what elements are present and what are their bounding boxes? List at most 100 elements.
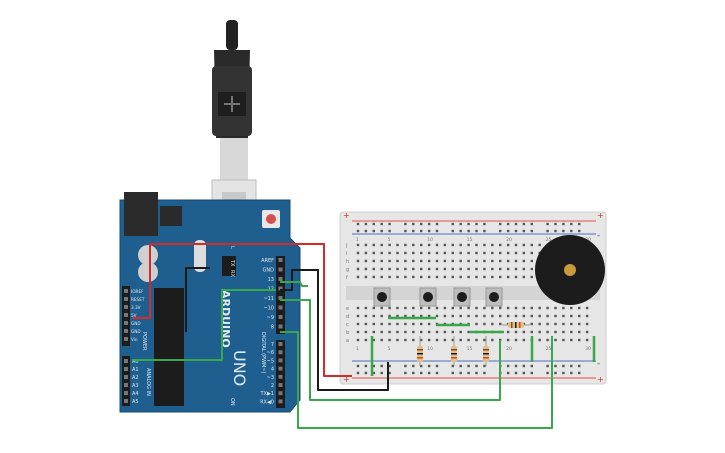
pin[interactable]	[124, 359, 128, 363]
pin[interactable]	[278, 305, 283, 310]
pin[interactable]	[124, 297, 128, 301]
hole	[570, 314, 573, 318]
hole	[530, 259, 533, 263]
pushbutton[interactable]	[485, 287, 503, 307]
arduino-uno-board[interactable]: ARDUINO UNO ON L TX RX POWER ANALOG IN D…	[119, 192, 301, 413]
pin[interactable]	[124, 391, 128, 395]
wire-pin-9[interactable]	[280, 299, 501, 401]
hole	[427, 338, 431, 342]
hole	[412, 275, 415, 279]
hole	[514, 314, 518, 318]
pin[interactable]	[124, 321, 128, 325]
column-number: 30	[585, 237, 591, 243]
hole	[506, 267, 510, 271]
hole	[372, 322, 375, 326]
hole	[412, 306, 415, 310]
hole	[380, 259, 383, 263]
hole	[427, 243, 431, 247]
hole	[435, 251, 439, 255]
pin[interactable]	[278, 258, 283, 262]
pin[interactable]	[278, 277, 283, 281]
rail-plus-label-bottom: +	[597, 375, 604, 384]
power-jack	[124, 192, 158, 236]
reset-button-cap	[266, 214, 276, 224]
pin[interactable]	[278, 366, 283, 371]
pin[interactable]	[278, 350, 283, 355]
hole	[467, 267, 470, 271]
pin[interactable]	[278, 399, 283, 404]
pushbutton[interactable]	[453, 287, 471, 307]
pushbutton[interactable]	[419, 287, 437, 307]
hole	[420, 251, 423, 255]
hole	[499, 306, 502, 310]
rx-led-label: RX	[229, 270, 235, 277]
arduino-model: UNO	[230, 350, 249, 386]
rail-hole	[570, 222, 573, 226]
pin[interactable]	[278, 391, 283, 396]
hole	[396, 243, 399, 247]
power-pin-label: 3.3V	[131, 305, 141, 310]
breadboard-holes	[356, 222, 589, 375]
pin[interactable]	[278, 358, 283, 363]
pin[interactable]	[124, 329, 128, 333]
hole	[467, 306, 470, 310]
resistor[interactable]	[483, 336, 489, 366]
pin[interactable]	[124, 337, 128, 341]
resistor[interactable]	[451, 336, 457, 366]
analog-pin-label: A1	[132, 367, 139, 373]
power-header-label: POWER	[141, 332, 147, 351]
resistor[interactable]	[417, 336, 423, 366]
resistor[interactable]	[502, 322, 530, 328]
hole	[578, 306, 581, 310]
rail-hole	[420, 222, 423, 226]
rail-hole	[562, 229, 565, 233]
piezo-buzzer[interactable]	[535, 235, 605, 305]
pin[interactable]	[124, 375, 128, 379]
wire-gnd-local[interactable]	[185, 267, 210, 332]
pin[interactable]	[124, 289, 128, 293]
pin[interactable]	[278, 267, 283, 272]
hole	[546, 338, 549, 342]
wire-pin-10[interactable]	[280, 281, 308, 287]
digital-pin-label: ~11	[263, 296, 274, 302]
pin[interactable]	[278, 374, 283, 379]
pin[interactable]	[278, 342, 283, 346]
hole	[522, 259, 526, 263]
hole	[435, 275, 439, 279]
hole	[459, 251, 462, 255]
hole	[514, 251, 518, 255]
resistors	[417, 322, 530, 366]
column-numbers: 115510101515202025253030	[356, 237, 591, 352]
pin[interactable]	[124, 399, 128, 403]
hole	[483, 251, 486, 255]
pin[interactable]	[124, 305, 128, 309]
hole	[404, 338, 407, 342]
pin[interactable]	[124, 383, 128, 387]
pin[interactable]	[124, 313, 128, 317]
hole	[427, 314, 431, 318]
pin[interactable]	[278, 383, 283, 387]
hole	[562, 330, 565, 334]
pin[interactable]	[278, 315, 283, 319]
hole	[404, 314, 407, 318]
hole	[404, 275, 407, 279]
hole	[530, 306, 533, 310]
pin[interactable]	[124, 367, 128, 371]
pin[interactable]	[278, 286, 283, 291]
hole	[420, 330, 423, 334]
wire-pin-8[interactable]	[280, 331, 553, 429]
wire-gnd[interactable]	[280, 269, 389, 391]
rail-hole	[459, 364, 462, 368]
wire-5v[interactable]	[132, 243, 352, 377]
hole	[554, 330, 557, 334]
rail-hole	[364, 222, 368, 226]
pin[interactable]	[278, 324, 283, 329]
pushbutton[interactable]	[373, 287, 391, 307]
hole	[530, 330, 533, 334]
rail-hole	[356, 229, 360, 233]
hole	[475, 322, 478, 326]
wire-a0[interactable]	[132, 289, 276, 361]
rail-hole	[412, 364, 415, 368]
pin[interactable]	[278, 296, 283, 300]
